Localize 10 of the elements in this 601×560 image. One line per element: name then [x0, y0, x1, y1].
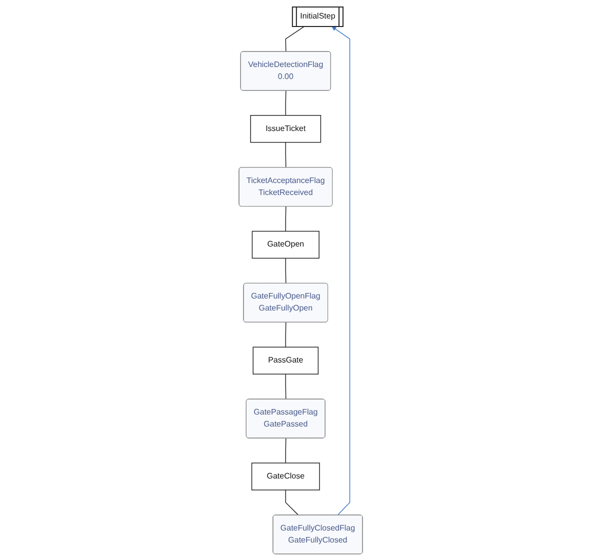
- connector: [285, 142, 286, 168]
- connector: [285, 373, 286, 400]
- connector: [285, 206, 286, 232]
- connector: [285, 26, 304, 52]
- connector: [285, 322, 286, 348]
- arrow: [332, 26, 350, 516]
- connector: [285, 437, 286, 463]
- connector: [285, 257, 286, 284]
- connector: [285, 90, 286, 116]
- connector: [285, 489, 299, 516]
